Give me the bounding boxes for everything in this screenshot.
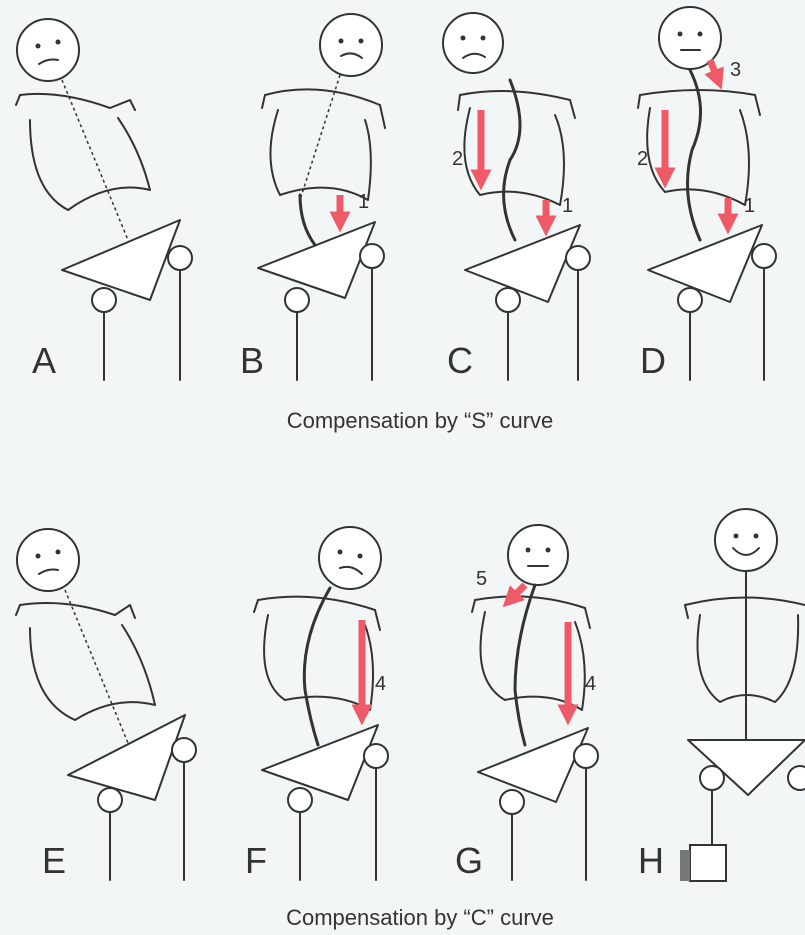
head [17, 19, 79, 81]
panel-d: 3 2 1 D [637, 7, 776, 381]
torso [638, 70, 760, 240]
head [17, 529, 79, 591]
head [320, 14, 382, 76]
torso [472, 585, 590, 745]
arrow-number: 4 [375, 673, 386, 695]
panel-label: D [640, 340, 666, 381]
panel-label: A [32, 340, 56, 381]
spine-dashed-line [300, 75, 340, 200]
arrow-number: 1 [562, 195, 573, 217]
torso [16, 603, 155, 720]
arrow-number: 3 [730, 59, 741, 81]
head [443, 13, 503, 73]
torso [262, 89, 385, 245]
panel-label: E [42, 840, 66, 881]
head [319, 527, 381, 589]
arrow-number: 1 [358, 191, 369, 213]
panel-c: 2 1 C [443, 13, 590, 381]
torso [458, 80, 575, 240]
caption-c-curve: Compensation by “C” curve [286, 905, 554, 930]
spine-dashed-line [65, 590, 135, 760]
pelvis [465, 225, 580, 302]
panel-b: 1 B [240, 14, 385, 381]
panel-label: F [245, 840, 267, 881]
panel-label: B [240, 340, 264, 381]
pelvis [62, 220, 180, 300]
panel-h: H [638, 509, 805, 881]
head [508, 525, 568, 585]
torso [16, 94, 150, 210]
head [715, 509, 777, 571]
pelvis [478, 728, 588, 802]
arrow-3 [710, 60, 718, 80]
pelvis [262, 725, 378, 800]
pelvis [68, 715, 185, 800]
arrow-number: 2 [637, 148, 648, 170]
pelvis [648, 225, 762, 302]
panel-label: H [638, 840, 664, 881]
caption-s-curve: Compensation by “S” curve [287, 408, 554, 433]
arrow-number: 4 [585, 673, 596, 695]
heel-lift-block [680, 845, 726, 881]
panel-f: 4 F [245, 527, 388, 881]
arrow-number: 2 [452, 148, 463, 170]
panel-e: E [16, 529, 196, 881]
arrow-number: 5 [476, 568, 487, 590]
panel-g: 5 4 G [455, 525, 598, 881]
panel-label: C [447, 340, 473, 381]
arrow-number: 1 [744, 195, 755, 217]
arrow-5 [510, 585, 525, 600]
panel-a: A [16, 19, 192, 381]
pelvis [258, 222, 375, 298]
panel-label: G [455, 840, 483, 881]
